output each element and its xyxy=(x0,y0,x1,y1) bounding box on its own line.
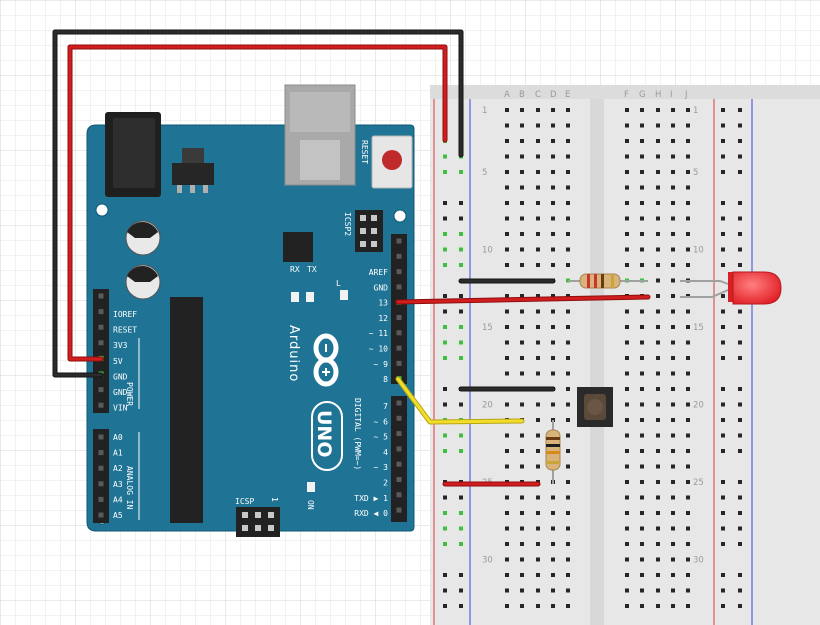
digital-section-label: DIGITAL (PWM=~) xyxy=(353,398,362,470)
resistor-10k xyxy=(545,420,561,484)
digital-pin-label: 4 xyxy=(383,448,388,457)
row-number: 10 xyxy=(482,246,493,256)
push-button[interactable] xyxy=(577,387,613,427)
icsp-label: ICSP xyxy=(235,497,254,506)
status-leds xyxy=(291,290,348,302)
usb-connector xyxy=(284,84,356,186)
arduino-pcb xyxy=(86,124,415,532)
rx-label: RX xyxy=(290,265,300,274)
digital-pin-label: 12 xyxy=(378,314,388,323)
row-number: 20 xyxy=(693,401,704,411)
digital-pin-label: ~ 11 xyxy=(369,329,388,338)
digital-pin-label: ~ 6 xyxy=(374,417,389,426)
column-letter: E xyxy=(565,90,570,100)
row-number: 1 xyxy=(693,106,698,116)
row-number: 30 xyxy=(482,556,493,566)
digital-pin-label: RXD ◀ 0 xyxy=(354,509,388,518)
column-letter: I xyxy=(670,90,673,100)
column-letter: H xyxy=(655,90,661,100)
analog-section-label: ANALOG IN xyxy=(125,466,134,510)
digital-pin-label: ~ 5 xyxy=(374,433,389,442)
wires xyxy=(52,29,651,487)
row-number: 15 xyxy=(693,323,704,333)
power-pin-label: 5V xyxy=(113,357,123,366)
analog-pin-label: A5 xyxy=(113,511,123,520)
uno-text: UNO xyxy=(313,410,335,457)
reset-button[interactable] xyxy=(371,135,413,189)
reset-label: RESET xyxy=(360,140,369,164)
red-led xyxy=(680,271,782,305)
uno-badge xyxy=(311,401,343,471)
power-pin-label: 3V3 xyxy=(113,341,128,350)
atmega-microcontroller xyxy=(170,297,203,523)
l-label: L xyxy=(336,279,341,288)
row-number: 30 xyxy=(693,556,704,566)
digital-pin-label: ~ 9 xyxy=(374,360,389,369)
icsp2-label: ICSP2 xyxy=(343,212,352,236)
digital-header-bottom xyxy=(391,396,407,522)
row-number: 25 xyxy=(693,478,704,488)
power-section-label: POWER xyxy=(125,382,134,406)
digital-pin-label: TXD ▶ 1 xyxy=(354,494,388,503)
arduino-brand-text: Arduino xyxy=(286,325,301,382)
analog-pin-label: A3 xyxy=(113,480,123,489)
digital-pin-label: AREF xyxy=(369,268,388,277)
digital-pin-label: 13 xyxy=(378,299,388,308)
analog-pin-label: A1 xyxy=(113,449,123,458)
breadboard-center-channel xyxy=(590,85,604,625)
voltage-regulator xyxy=(172,148,214,193)
column-letter: A xyxy=(504,90,510,100)
power-pin-label: VIN xyxy=(113,404,128,413)
column-letter: F xyxy=(624,90,629,100)
power-pin-label: IOREF xyxy=(113,310,137,319)
analog-pin-label: A0 xyxy=(113,433,123,442)
capacitor-1 xyxy=(125,220,161,256)
row-number: 20 xyxy=(482,401,493,411)
icsp-header xyxy=(236,507,280,537)
column-letter: J xyxy=(684,90,688,100)
dc-power-jack xyxy=(105,112,161,197)
row-number: 10 xyxy=(693,246,704,256)
digital-pin-label: GND xyxy=(374,283,389,292)
breadboard-body xyxy=(430,85,820,625)
resistor-220 xyxy=(568,273,648,289)
digital-pin-label: 8 xyxy=(383,375,388,384)
column-letter: C xyxy=(535,90,541,100)
on-led xyxy=(307,482,315,492)
analog-header xyxy=(93,429,109,523)
digital-pin-label: 2 xyxy=(383,479,388,488)
icsp-pin1-label: 1 xyxy=(270,497,279,502)
arduino-uno-board: RESET ICSP2 xyxy=(86,84,415,537)
capacitor-2 xyxy=(125,264,161,300)
row-number: 5 xyxy=(693,168,698,178)
arduino-logo xyxy=(313,333,339,387)
on-label: ON xyxy=(306,500,315,510)
digital-header-top xyxy=(391,234,407,384)
power-pin-label: GND xyxy=(113,388,128,397)
column-letter: D xyxy=(550,90,557,100)
row-number: 1 xyxy=(482,106,487,116)
column-letter: G xyxy=(639,90,646,100)
column-letter: B xyxy=(519,90,525,100)
row-number: 5 xyxy=(482,168,487,178)
digital-pin-label: ~ 10 xyxy=(369,345,388,354)
analog-pin-label: A4 xyxy=(113,495,123,504)
tx-label: TX xyxy=(307,265,317,274)
icsp2-header xyxy=(355,210,383,252)
usb-chip xyxy=(283,232,313,262)
power-pin-label: RESET xyxy=(113,326,137,335)
digital-pin-label: ~ 3 xyxy=(374,463,389,472)
analog-pin-label: A2 xyxy=(113,464,123,473)
row-number: 15 xyxy=(482,323,493,333)
digital-pin-label: 7 xyxy=(383,402,388,411)
power-header xyxy=(93,289,109,413)
power-pin-label: GND xyxy=(113,372,128,381)
